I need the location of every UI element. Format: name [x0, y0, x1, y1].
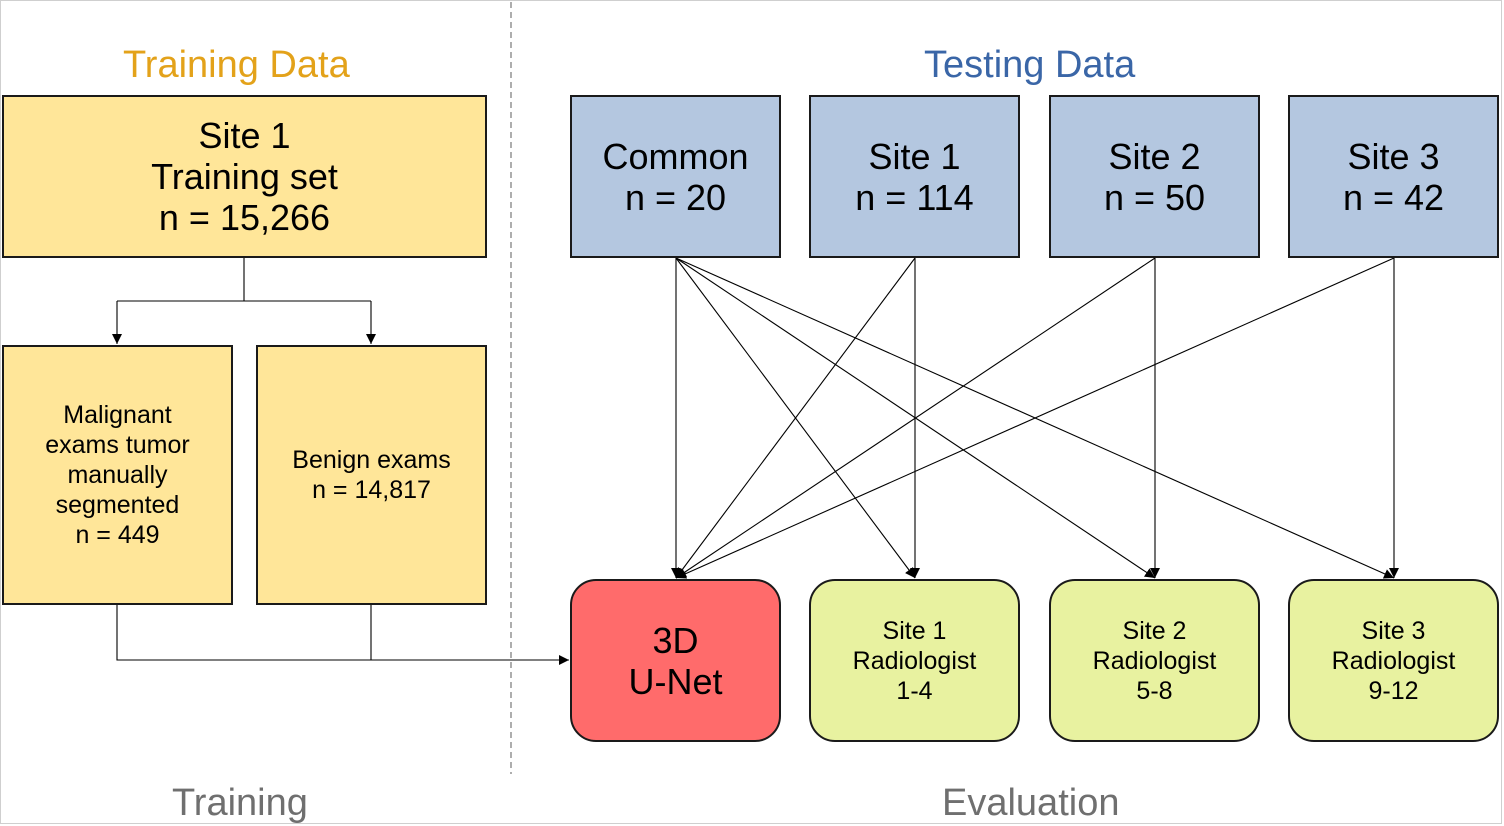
- benign-label: Benign exams: [292, 446, 451, 474]
- unet-line-2: U-Net: [628, 660, 723, 702]
- radiologist-site3-site: Site 3: [1361, 616, 1426, 645]
- radiologist-site3-box: Site 3 Radiologist 9-12: [1288, 579, 1499, 742]
- evaluation-phase-label: Evaluation: [942, 782, 1120, 824]
- test-set-site1-box: Site 1 n = 114: [809, 95, 1020, 258]
- test-set-site3-box: Site 3 n = 42: [1288, 95, 1499, 258]
- radiologist-site2-site: Site 2: [1122, 616, 1187, 645]
- unet-box: 3D U-Net: [570, 579, 781, 742]
- test-set-site1-count: n = 114: [855, 176, 974, 218]
- test-set-site3-name: Site 3: [1347, 135, 1440, 177]
- radiologist-site1-range: 1-4: [896, 676, 933, 705]
- radiologist-site1-role: Radiologist: [852, 646, 977, 675]
- malignant-exams-box: Malignant exams tumor manually segmented…: [2, 345, 233, 605]
- test-set-site1-name: Site 1: [868, 135, 961, 177]
- training-data-heading: Training Data: [123, 44, 350, 86]
- malignant-line-3: manually: [67, 461, 168, 489]
- malignant-line-4: segmented: [55, 491, 180, 519]
- radiologist-site2-role: Radiologist: [1092, 646, 1217, 675]
- training-set-site: Site 1: [198, 115, 291, 156]
- test-set-site2-box: Site 2 n = 50: [1049, 95, 1260, 258]
- radiologist-site1-box: Site 1 Radiologist 1-4: [809, 579, 1020, 742]
- test-set-common-count: n = 20: [624, 176, 727, 218]
- malignant-line-1: Malignant: [63, 401, 172, 429]
- training-set-count: n = 15,266: [158, 197, 331, 238]
- training-set-box: Site 1 Training set n = 15,266: [2, 95, 487, 258]
- benign-exams-box: Benign exams n = 14,817: [256, 345, 487, 605]
- radiologist-site2-box: Site 2 Radiologist 5-8: [1049, 579, 1260, 742]
- testing-data-heading: Testing Data: [924, 44, 1136, 86]
- malignant-line-2: exams tumor: [45, 431, 190, 459]
- benign-count: n = 14,817: [312, 476, 431, 504]
- arrow-common-to-radiologist-site3: [675, 257, 1395, 579]
- unet-line-1: 3D: [652, 619, 699, 661]
- radiologist-site1-site: Site 1: [882, 616, 947, 645]
- radiologist-site3-role: Radiologist: [1331, 646, 1456, 675]
- test-set-site2-count: n = 50: [1103, 176, 1206, 218]
- training-phase-label: Training: [172, 782, 308, 824]
- radiologist-site3-range: 9-12: [1368, 676, 1419, 705]
- test-set-common-box: Common n = 20: [570, 95, 781, 258]
- malignant-count: n = 449: [75, 521, 160, 549]
- radiologist-site2-range: 5-8: [1136, 676, 1173, 705]
- test-set-site3-count: n = 42: [1342, 176, 1445, 218]
- test-set-common-name: Common: [602, 135, 749, 177]
- arrow-common-to-radiologist-site1: [675, 257, 916, 579]
- training-set-title: Training set: [151, 156, 338, 197]
- arrow-malignant-to-unet: [116, 605, 569, 665]
- test-set-site2-name: Site 2: [1108, 135, 1201, 177]
